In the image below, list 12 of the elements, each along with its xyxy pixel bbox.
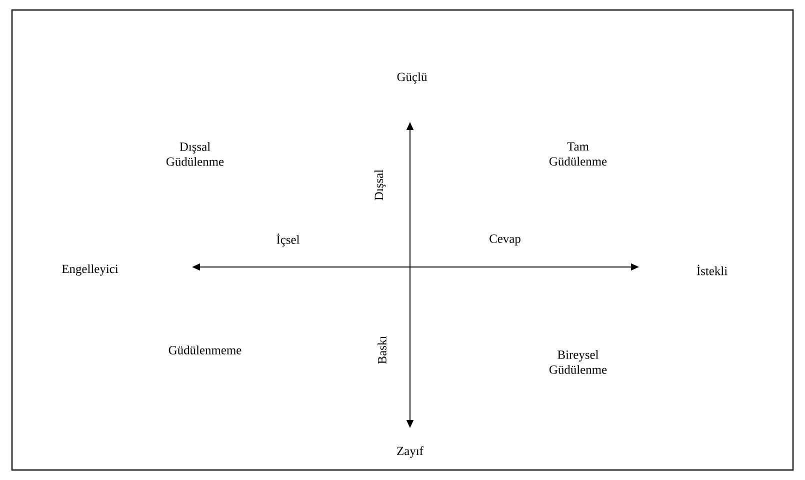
axis-label: Cevap — [490, 234, 520, 246]
axis-label: Baskı — [378, 336, 386, 364]
quadrant-label: Tam Güdülenme — [549, 142, 607, 166]
axis-end-label: Zayıf — [397, 446, 424, 458]
quadrant-label: Güdülenmeme — [168, 346, 242, 354]
axis-end-label: Güçlü — [397, 72, 428, 84]
quadrant-label: Bireysel Güdülenme — [549, 350, 607, 374]
axis-end-label: Engelleyici — [62, 264, 118, 276]
axis-label: Dışsal — [374, 170, 386, 200]
axis-label: İçsel — [276, 234, 300, 246]
axis-end-label: İstekli — [696, 264, 728, 276]
quadrant-label: Dışsal Güdülenme — [166, 142, 224, 166]
